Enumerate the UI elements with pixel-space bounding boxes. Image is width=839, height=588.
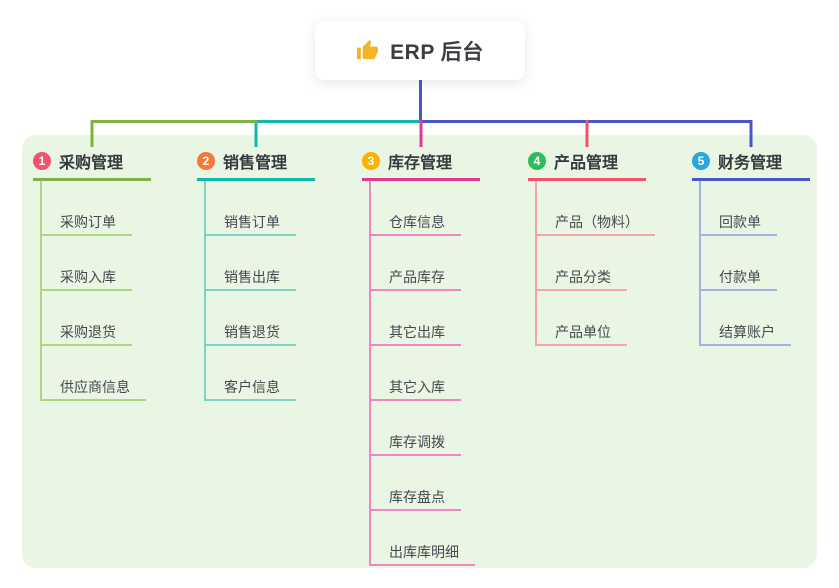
node-purchase-order[interactable]: 采购订单	[42, 181, 132, 236]
branch-sales-title[interactable]: 2 销售管理	[197, 147, 315, 181]
node-sales-outbound[interactable]: 销售出库	[206, 236, 296, 291]
node-label: 销售退货	[224, 324, 280, 340]
branch-sales-label: 销售管理	[223, 155, 288, 172]
node-supplier-info[interactable]: 供应商信息	[42, 346, 146, 401]
badge-4: 4	[528, 152, 546, 170]
node-label: 产品分类	[555, 269, 611, 285]
node-product-category[interactable]: 产品分类	[537, 236, 627, 291]
branch-inventory-title[interactable]: 3 库存管理	[362, 147, 480, 181]
branch-finance-label: 财务管理	[718, 155, 783, 172]
node-warehouse-info[interactable]: 仓库信息	[371, 181, 461, 236]
node-label: 回款单	[719, 214, 761, 230]
node-stock-count[interactable]: 库存盘点	[371, 456, 461, 511]
branch-purchase-label: 采购管理	[59, 155, 124, 172]
node-label: 供应商信息	[60, 379, 130, 395]
node-customer-info[interactable]: 客户信息	[206, 346, 296, 401]
map-background-panel	[22, 135, 817, 568]
node-label: 采购订单	[60, 214, 116, 230]
badge-5: 5	[692, 152, 710, 170]
node-label: 销售出库	[224, 269, 280, 285]
branch-product-children: 产品（物料） 产品分类 产品单位	[535, 181, 655, 346]
node-label: 采购入库	[60, 269, 116, 285]
node-label: 仓库信息	[389, 214, 445, 230]
node-label: 库存盘点	[389, 489, 445, 505]
node-other-inbound[interactable]: 其它入库	[371, 346, 461, 401]
branch-product: 4 产品管理 产品（物料） 产品分类 产品单位	[528, 147, 655, 346]
badge-2: 2	[197, 152, 215, 170]
node-label: 库存调拨	[389, 434, 445, 450]
node-label: 客户信息	[224, 379, 280, 395]
badge-3: 3	[362, 152, 380, 170]
branch-inventory: 3 库存管理 仓库信息 产品库存 其它出库 其它入库 库存调拨 库存盘点	[362, 147, 480, 566]
node-label: 产品单位	[555, 324, 611, 340]
node-product-unit[interactable]: 产品单位	[537, 291, 627, 346]
branch-finance-title[interactable]: 5 财务管理	[692, 147, 810, 181]
branch-product-title[interactable]: 4 产品管理	[528, 147, 646, 181]
node-label: 产品（物料）	[555, 214, 639, 230]
branch-finance: 5 财务管理 回款单 付款单 结算账户	[692, 147, 810, 346]
branch-product-label: 产品管理	[554, 155, 619, 172]
node-purchase-inbound[interactable]: 采购入库	[42, 236, 132, 291]
branch-sales-children: 销售订单 销售出库 销售退货 客户信息	[204, 181, 296, 401]
branch-sales: 2 销售管理 销售订单 销售出库 销售退货 客户信息	[197, 147, 315, 401]
node-label: 销售订单	[224, 214, 280, 230]
root-title: ERP 后台	[390, 40, 484, 64]
node-label: 产品库存	[389, 269, 445, 285]
node-product-material[interactable]: 产品（物料）	[537, 181, 655, 236]
node-purchase-return[interactable]: 采购退货	[42, 291, 132, 346]
node-payment-doc[interactable]: 付款单	[701, 236, 777, 291]
node-label: 其它出库	[389, 324, 445, 340]
node-label: 其它入库	[389, 379, 445, 395]
branch-inventory-children: 仓库信息 产品库存 其它出库 其它入库 库存调拨 库存盘点 出库库明细	[369, 181, 475, 566]
node-other-outbound[interactable]: 其它出库	[371, 291, 461, 346]
node-label: 付款单	[719, 269, 761, 285]
branch-purchase: 1 采购管理 采购订单 采购入库 采购退货 供应商信息	[33, 147, 151, 401]
thumbs-up-icon	[357, 39, 379, 60]
node-settlement-account[interactable]: 结算账户	[701, 291, 791, 346]
node-stock-transfer[interactable]: 库存调拨	[371, 401, 461, 456]
badge-1: 1	[33, 152, 51, 170]
branch-purchase-children: 采购订单 采购入库 采购退货 供应商信息	[40, 181, 146, 401]
node-label: 结算账户	[719, 324, 775, 340]
node-receipt-doc[interactable]: 回款单	[701, 181, 777, 236]
root-node[interactable]: ERP 后台	[315, 21, 525, 80]
node-sales-return[interactable]: 销售退货	[206, 291, 296, 346]
branch-inventory-label: 库存管理	[388, 155, 453, 172]
node-label: 采购退货	[60, 324, 116, 340]
node-sales-order[interactable]: 销售订单	[206, 181, 296, 236]
node-outbound-detail[interactable]: 出库库明细	[371, 511, 475, 566]
branch-finance-children: 回款单 付款单 结算账户	[699, 181, 791, 346]
node-product-stock[interactable]: 产品库存	[371, 236, 461, 291]
branch-purchase-title[interactable]: 1 采购管理	[33, 147, 151, 181]
node-label: 出库库明细	[389, 544, 459, 560]
